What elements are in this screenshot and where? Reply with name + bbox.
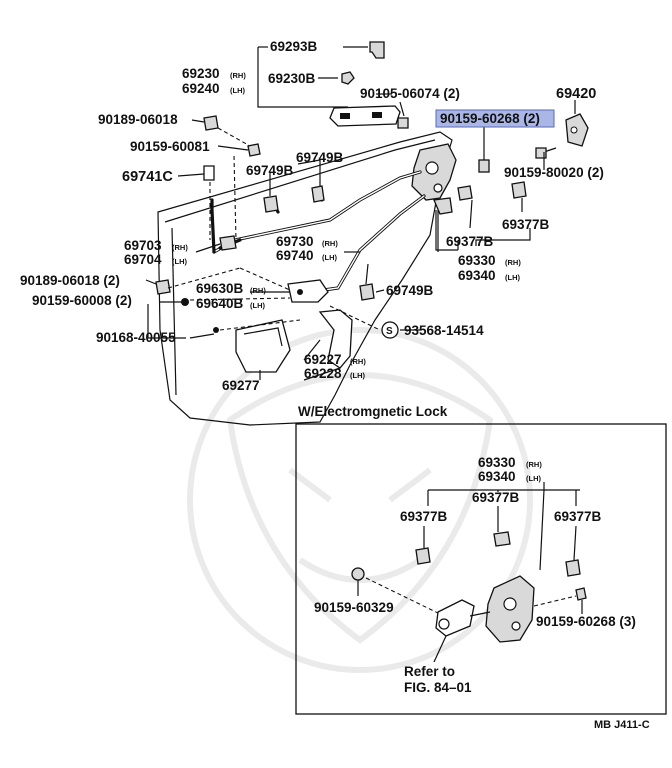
label-69640B: 69640B bbox=[196, 296, 244, 311]
lock-knob-part bbox=[203, 165, 215, 181]
label-69741C: 69741C bbox=[122, 169, 173, 185]
label-69228: 69228 bbox=[304, 366, 342, 381]
label-lh-suffix: (LH) bbox=[172, 257, 187, 266]
label-90159-80020: 90159-80020 (2) bbox=[504, 165, 604, 180]
label-69230B: 69230B bbox=[268, 71, 316, 86]
label-69230: 69230 bbox=[182, 66, 220, 81]
rod-clip-part bbox=[359, 283, 375, 301]
label-69420: 69420 bbox=[556, 86, 596, 102]
label-69240: 69240 bbox=[182, 81, 220, 96]
label-69749B-a: 69749B bbox=[296, 150, 344, 165]
label-lh-suffix: (LH) bbox=[350, 371, 365, 380]
label-rh-suffix: (RH) bbox=[526, 460, 542, 469]
label-69340: 69340 bbox=[458, 268, 496, 283]
label-69330: 69330 bbox=[458, 253, 496, 268]
label-lh-suffix: (LH) bbox=[250, 301, 265, 310]
inset-clip-part bbox=[493, 531, 511, 547]
label-90159-60268-highlighted: 90159-60268 (2) bbox=[440, 111, 540, 126]
label-69377B-right: 69377B bbox=[502, 217, 550, 232]
inset-label-69377B-mid: 69377B bbox=[472, 490, 520, 505]
svg-text:S: S bbox=[386, 326, 393, 337]
rod-clip-part bbox=[263, 195, 279, 213]
rod-clips bbox=[263, 181, 527, 301]
highlighted-part-box bbox=[435, 109, 555, 128]
inset-title: W/Electromgnetic Lock bbox=[298, 404, 448, 419]
inset-refer-text-1: Refer to bbox=[404, 664, 455, 679]
clip-part bbox=[219, 235, 237, 251]
handle-clip-part bbox=[369, 41, 385, 59]
inside-handle-assembly bbox=[155, 115, 353, 373]
label-69377B-left: 69377B bbox=[446, 234, 494, 249]
label-rh-suffix: (RH) bbox=[505, 258, 521, 267]
inset-refer-text-2: FIG. 84–01 bbox=[404, 680, 472, 695]
label-69740: 69740 bbox=[276, 248, 314, 263]
diagram-id: MB J411-C bbox=[594, 719, 650, 731]
label-90159-60008: 90159-60008 (2) bbox=[32, 293, 132, 308]
label-90189-06018: 90189-06018 bbox=[98, 112, 178, 127]
rod-clip-part bbox=[311, 185, 325, 203]
label-90105-06074: 90105-06074 (2) bbox=[360, 86, 460, 101]
label-69730: 69730 bbox=[276, 234, 314, 249]
inset-label-69377B-right: 69377B bbox=[554, 509, 602, 524]
label-69277: 69277 bbox=[222, 378, 260, 393]
inset-clip-part bbox=[565, 559, 581, 577]
inset-label-69340: 69340 bbox=[478, 469, 516, 484]
clip-part bbox=[203, 115, 219, 131]
label-lh-suffix: (LH) bbox=[505, 273, 520, 282]
handle-bolt-part bbox=[397, 117, 409, 129]
outside-handle-part bbox=[329, 105, 401, 127]
label-69630B: 69630B bbox=[196, 281, 244, 296]
sealant-symbol: S bbox=[381, 321, 399, 339]
lock-screw-part bbox=[478, 159, 490, 173]
label-69227: 69227 bbox=[304, 352, 342, 367]
label-69704: 69704 bbox=[124, 252, 162, 267]
handle-screw-part bbox=[341, 71, 355, 85]
inset-electromagnetic-lock: W/Electromgnetic Lock 69330 (RH) 69340 (… bbox=[295, 404, 667, 715]
inset-clip-part bbox=[415, 547, 431, 565]
watermark-emblem bbox=[187, 327, 533, 673]
label-lh-suffix: (LH) bbox=[230, 86, 245, 95]
door-outline bbox=[157, 131, 453, 426]
door-pull-part bbox=[318, 309, 353, 369]
inset-label-90159-60329: 90159-60329 bbox=[314, 600, 394, 615]
inset-label-69377B-left: 69377B bbox=[400, 509, 448, 524]
label-rh-suffix: (RH) bbox=[230, 71, 246, 80]
inset-lock-screw-part bbox=[575, 587, 587, 601]
inset-screw-part bbox=[351, 567, 365, 581]
rod-clip-part bbox=[511, 181, 527, 199]
inset-label-90159-60268: 90159-60268 (3) bbox=[536, 614, 636, 629]
label-rh-suffix: (RH) bbox=[172, 243, 188, 252]
label-rh-suffix: (RH) bbox=[322, 239, 338, 248]
label-rh-suffix: (RH) bbox=[250, 286, 266, 295]
leader-lines bbox=[145, 119, 531, 381]
label-93568-14514: 93568-14514 bbox=[404, 323, 484, 338]
clip-part bbox=[155, 279, 171, 295]
label-90189-06018-2: 90189-06018 (2) bbox=[20, 273, 120, 288]
label-69703: 69703 bbox=[124, 238, 162, 253]
label-lh-suffix: (LH) bbox=[322, 253, 337, 262]
lock-bracket-part bbox=[433, 197, 453, 215]
label-rh-suffix: (RH) bbox=[350, 357, 366, 366]
label-90168-40055: 90168-40055 bbox=[96, 330, 176, 345]
label-lh-suffix: (LH) bbox=[526, 474, 541, 483]
inside-handle-part bbox=[287, 279, 329, 303]
label-90159-60081: 90159-60081 bbox=[130, 139, 210, 154]
label-69749B-c: 69749B bbox=[386, 283, 434, 298]
rod-clip-part bbox=[457, 185, 473, 201]
label-69749B-b: 69749B bbox=[246, 163, 294, 178]
label-69293B: 69293B bbox=[270, 39, 318, 54]
screw-part bbox=[247, 143, 261, 157]
inset-label-69330: 69330 bbox=[478, 455, 516, 470]
handle-assembly bbox=[257, 41, 409, 129]
part-labels: 69293B 69230 (RH) 69240 (LH) 69230B 9010… bbox=[20, 39, 604, 393]
